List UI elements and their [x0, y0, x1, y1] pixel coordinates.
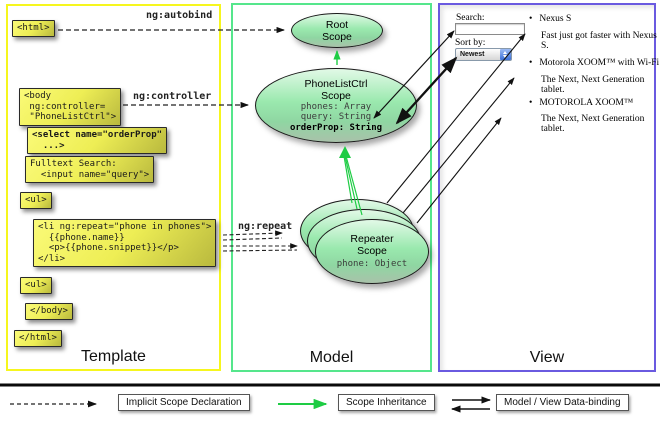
- scope-prop-orderprop: orderProp: String: [289, 122, 383, 133]
- body-open-tag-box: <body ng:controller= "PhoneListCtrl">: [19, 88, 122, 126]
- phone-item-name: MOTOROLA XOOM™: [529, 98, 633, 108]
- ng-autobind-label: ng:autobind: [146, 10, 213, 21]
- scope-prop-phones: phones: Array: [300, 101, 372, 112]
- ng-repeat-label: ng:repeat: [238, 221, 293, 232]
- sort-dropdown-value: Newest: [460, 51, 485, 58]
- sort-by-label: Sort by:: [455, 38, 486, 48]
- search-label: Search:: [456, 13, 485, 23]
- legend-scope-inheritance-box: Scope Inheritance: [338, 394, 435, 411]
- phone-item-snippet: The Next, Next Generation tablet.: [541, 114, 645, 134]
- repeater-scope-title: Repeater Scope: [350, 233, 394, 258]
- scope-prop-phone: phone: Object: [336, 259, 408, 270]
- body-close-tag-box: </body>: [25, 303, 73, 320]
- model-column: Model: [231, 3, 432, 372]
- phonelistctrl-scope-title: PhoneListCtrl Scope: [304, 77, 368, 102]
- html-close-tag-box: </html>: [14, 330, 62, 347]
- sort-dropdown[interactable]: Newest: [455, 48, 512, 61]
- phone-item-name: Nexus S: [529, 14, 571, 24]
- phonelistctrl-scope-ellipse: PhoneListCtrl Scope phones: Array query:…: [255, 68, 417, 143]
- html-open-tag-box: <html>: [12, 20, 55, 37]
- template-column: Template: [6, 4, 221, 371]
- legend-implicit-scope-box: Implicit Scope Declaration: [118, 394, 250, 411]
- dropdown-stepper-icon: [499, 49, 511, 60]
- template-column-label: Template: [81, 348, 146, 365]
- legend-data-binding-box: Model / View Data-binding: [496, 394, 629, 411]
- ng-controller-label: ng:controller: [133, 91, 212, 102]
- fulltext-search-box: Fulltext Search: <input name="query">: [25, 156, 155, 183]
- model-column-label: Model: [309, 349, 354, 366]
- root-scope-title: Root Scope: [322, 18, 352, 43]
- select-tag-box: <select name="orderProp" ...>: [27, 127, 168, 154]
- root-scope-ellipse: Root Scope: [291, 13, 383, 48]
- li-repeat-tag-box: <li ng:repeat="phone in phones"> {{phone…: [33, 219, 217, 267]
- view-column-label: View: [529, 349, 565, 366]
- repeater-scope-ellipse: Repeater Scope phone: Object: [315, 219, 429, 284]
- phone-item-name: Motorola XOOM™ with Wi-Fi: [529, 58, 659, 68]
- phone-item-snippet: Fast just got faster with Nexus S.: [541, 31, 657, 51]
- phone-item-snippet: The Next, Next Generation tablet.: [541, 75, 645, 95]
- ul-close-tag-box: <ul>: [20, 277, 52, 294]
- scope-prop-query: query: String: [300, 112, 372, 123]
- ul-open-tag-box: <ul>: [20, 192, 52, 209]
- search-input[interactable]: [455, 23, 525, 35]
